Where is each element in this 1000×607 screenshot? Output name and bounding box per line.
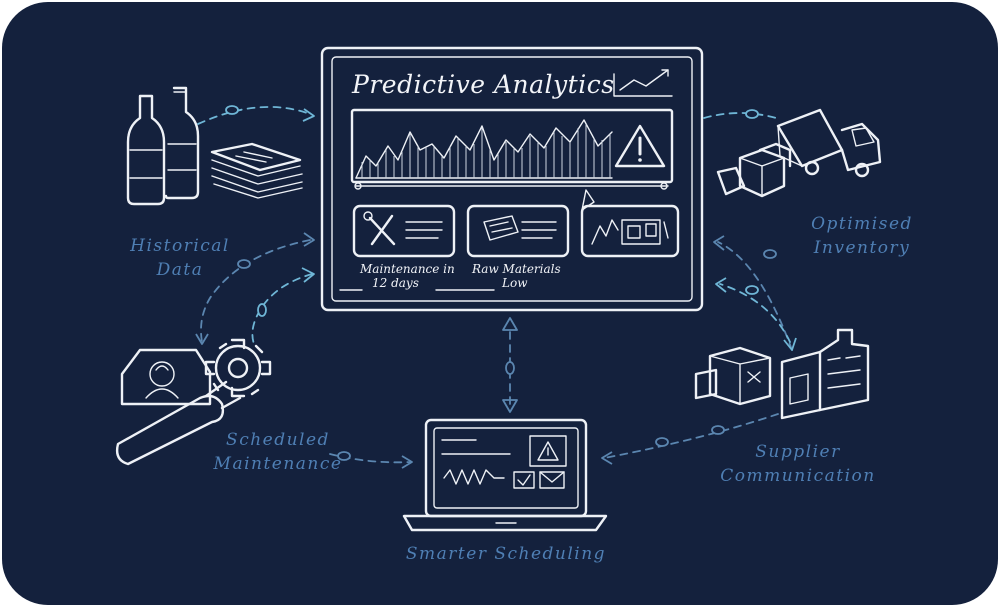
trend-icon bbox=[613, 69, 673, 97]
raw-materials-status: Low bbox=[502, 276, 528, 290]
label-supplier-line2: Communication bbox=[720, 466, 876, 486]
factory-panel bbox=[580, 204, 680, 258]
factory-icon bbox=[591, 219, 669, 245]
chart-hatching bbox=[361, 124, 611, 178]
label-optimised-line1: Optimised bbox=[811, 214, 913, 234]
label-supplier-communication: Supplier Communication bbox=[718, 440, 878, 488]
label-optimised-line2: Inventory bbox=[813, 238, 911, 258]
label-historical-line2: Data bbox=[156, 260, 204, 280]
label-supplier-line1: Supplier bbox=[755, 442, 841, 462]
warehouse-icon bbox=[780, 328, 870, 420]
label-scheduled-line2: Maintenance bbox=[213, 454, 343, 474]
gear-icon bbox=[204, 338, 272, 398]
delivery-truck-icon bbox=[776, 108, 882, 178]
maintenance-days: 12 days bbox=[372, 276, 419, 290]
chart-frame bbox=[350, 108, 674, 184]
raw-materials-panel bbox=[466, 204, 570, 258]
label-historical-line1: Historical bbox=[130, 236, 230, 256]
materials-icon bbox=[483, 215, 557, 241]
chart-line bbox=[355, 119, 613, 179]
analytics-monitor bbox=[320, 46, 704, 312]
maintenance-panel bbox=[352, 204, 456, 258]
document-stack-icon bbox=[210, 142, 303, 199]
timeline-slider bbox=[354, 182, 669, 190]
flow-arrows bbox=[195, 105, 797, 469]
label-scheduled-maintenance: Scheduled Maintenance bbox=[208, 428, 348, 476]
dashboard-title: Predictive Analytics bbox=[352, 70, 615, 99]
warning-icon bbox=[614, 124, 666, 168]
wine-bottles-icon bbox=[126, 86, 200, 206]
label-smarter-scheduling: Smarter Scheduling bbox=[405, 544, 607, 564]
wrench-icon bbox=[115, 380, 242, 466]
tools-icon bbox=[363, 211, 443, 246]
boxes-icon bbox=[694, 346, 772, 406]
label-optimised-inventory: Optimised Inventory bbox=[784, 212, 940, 260]
boxes-icon bbox=[716, 142, 792, 198]
raw-materials-label: Raw Materials bbox=[472, 262, 561, 276]
worker-icon bbox=[120, 348, 212, 406]
laptop-icon bbox=[402, 418, 608, 532]
label-scheduled-line1: Scheduled bbox=[226, 430, 330, 450]
label-historical-data: Historical Data bbox=[118, 234, 242, 282]
maintenance-status-label: Maintenance in bbox=[360, 262, 455, 276]
